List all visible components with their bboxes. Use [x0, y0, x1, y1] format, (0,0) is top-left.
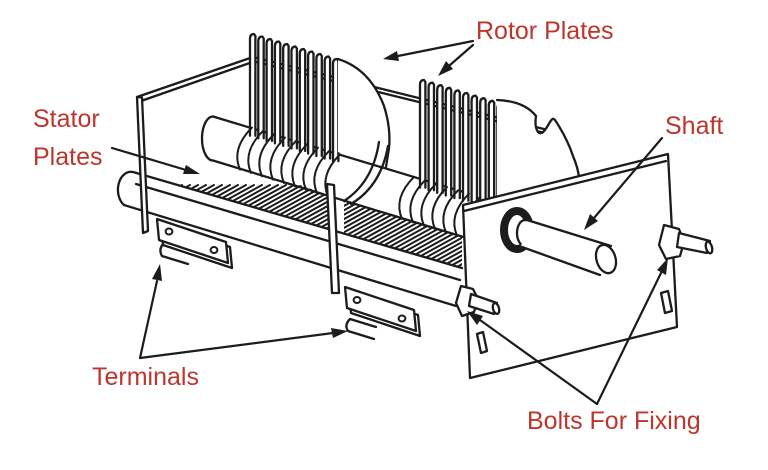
label-stator-plates: Stator Plates	[33, 100, 102, 176]
left-support-strap	[135, 95, 150, 235]
label-rotor-plates: Rotor Plates	[476, 17, 614, 45]
rotor-plates-left-rings	[236, 126, 341, 198]
middle-support-strap	[325, 182, 341, 295]
rotor-plates-left-stack	[248, 32, 340, 163]
label-terminals: Terminals	[92, 363, 199, 391]
mounting-slot-right	[659, 289, 674, 315]
rotor-plates-right-face-broken-edge	[495, 98, 581, 206]
fixing-bolt-right	[657, 223, 714, 315]
label-stator-plates-line1: Stator	[33, 105, 100, 133]
rotor-plates-left-face	[336, 57, 391, 206]
mounting-slot-left	[475, 330, 489, 355]
terminal-left	[155, 217, 234, 270]
label-stator-plates-line2: Plates	[33, 143, 103, 171]
left-end-bracket	[135, 55, 256, 103]
front-bar	[116, 170, 464, 308]
label-shaft: Shaft	[665, 112, 724, 140]
shaft-rod	[520, 218, 618, 277]
terminal-middle	[343, 285, 422, 341]
fixing-bolt-left	[454, 284, 501, 355]
label-bolts-for-fixing: Bolts For Fixing	[527, 407, 701, 435]
annotation-arrows	[110, 39, 668, 406]
